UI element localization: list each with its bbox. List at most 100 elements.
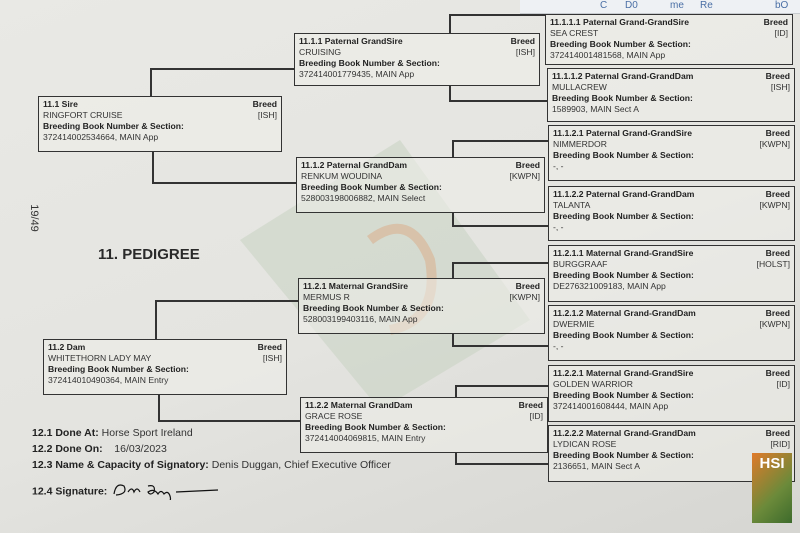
- breeding-book-number: 372414001608444, MAIN App: [553, 401, 669, 411]
- breed-label: Breed: [252, 99, 277, 109]
- handwritten-signature: [110, 480, 220, 503]
- breed-value: [KWPN]: [759, 200, 790, 210]
- breed-label: Breed: [257, 342, 282, 352]
- done-on: 12.2 Done On: 16/03/2023: [32, 443, 167, 455]
- relation-label: 11.1.1.1 Paternal Grand-GrandSire: [550, 17, 689, 27]
- horse-name: RENKUM WOUDINA: [301, 171, 383, 181]
- breed-label: Breed: [765, 189, 790, 199]
- breeding-book-number: 372414004069815, MAIN Entry: [305, 433, 426, 443]
- pedigree-box-dam: 11.2 Dam WHITETHORN LADY MAY Breeding Bo…: [43, 339, 287, 395]
- horse-name: WHITETHORN LADY MAY: [48, 353, 152, 363]
- breeding-book-label: Breeding Book Number & Section:: [550, 39, 691, 49]
- connector-line: [452, 345, 548, 347]
- breed-value: [ISH]: [257, 110, 277, 120]
- signature-label: 12.4 Signature:: [32, 485, 108, 498]
- breed-value: [ISH]: [262, 353, 282, 363]
- pedigree-box-g1112: 11.1.1.2 Paternal Grand-GrandDam MULLACR…: [547, 68, 795, 122]
- connector-line: [158, 420, 300, 422]
- breeding-book-label: Breeding Book Number & Section:: [305, 422, 446, 432]
- horse-name: LYDICAN ROSE: [553, 439, 617, 449]
- breed-value: [KWPN]: [759, 319, 790, 329]
- horse-name: TALANTA: [553, 200, 591, 210]
- breeding-book-number: 1589903, MAIN Sect A: [552, 104, 639, 114]
- breed-label: Breed: [765, 428, 790, 438]
- pedigree-box-g1122: 11.1.2.2 Paternal Grand-GrandDam TALANTA…: [548, 186, 795, 241]
- pedigree-box-sire: 11.1 Sire RINGFORT CRUISE Breeding Book …: [38, 96, 282, 152]
- done-on-label: 12.2 Done On:: [32, 443, 103, 455]
- breeding-book-label: Breeding Book Number & Section:: [48, 364, 189, 374]
- horse-name: SEA CREST: [550, 28, 599, 38]
- breeding-book-number: -, -: [553, 161, 564, 171]
- relation-label: 11.2.1 Maternal GrandSire: [303, 281, 409, 291]
- breed-value: [ID]: [529, 411, 543, 421]
- breeding-book-label: Breeding Book Number & Section:: [43, 121, 184, 131]
- done-on-value: 16/03/2023: [114, 443, 167, 455]
- breeding-book-label: Breeding Book Number & Section:: [303, 303, 444, 313]
- relation-label: 11.1 Sire: [43, 99, 78, 109]
- connector-line: [155, 300, 157, 339]
- fragment-text: Re: [700, 0, 713, 11]
- breed-label: Breed: [515, 281, 540, 291]
- connector-line: [452, 262, 454, 278]
- fragment-text: me: [670, 0, 684, 11]
- breeding-book-number: 2136651, MAIN Sect A: [553, 461, 640, 471]
- breeding-book-label: Breeding Book Number & Section:: [299, 58, 440, 68]
- breeding-book-number: DE276321009183, MAIN App: [553, 281, 666, 291]
- breeding-book-number: 372414002534664, MAIN App: [43, 132, 159, 142]
- relation-label: 11.2.2.2 Maternal Grand-GrandDam: [553, 428, 696, 438]
- horse-name: MULLACREW: [552, 82, 607, 92]
- done-at-label: 12.1 Done At:: [32, 427, 99, 439]
- fragment-text: D0: [625, 0, 638, 11]
- relation-label: 11.2.1.1 Maternal Grand-GrandSire: [553, 248, 694, 258]
- connector-line: [452, 213, 454, 225]
- pedigree-box-pgs: 11.1.1 Paternal GrandSire CRUISING Breed…: [294, 33, 540, 86]
- breed-label: Breed: [510, 36, 535, 46]
- horse-name: GRACE ROSE: [305, 411, 363, 421]
- connector-line: [152, 182, 296, 184]
- connector-line: [452, 225, 548, 227]
- signatory-value: Denis Duggan, Chief Executive Officer: [211, 459, 391, 471]
- breed-label: Breed: [765, 308, 790, 318]
- connector-line: [449, 86, 451, 100]
- relation-label: 11.2.1.2 Maternal Grand-GrandDam: [553, 308, 696, 318]
- relation-label: 11.1.1 Paternal GrandSire: [299, 36, 403, 46]
- breed-value: [ID]: [776, 379, 790, 389]
- breed-label: Breed: [518, 400, 543, 410]
- breeding-book-number: 372414010490364, MAIN Entry: [48, 375, 169, 385]
- breeding-book-label: Breeding Book Number & Section:: [553, 390, 694, 400]
- breeding-book-number: 372414001481568, MAIN App: [550, 50, 666, 60]
- relation-label: 11.2.2.1 Maternal Grand-GrandSire: [553, 368, 694, 378]
- connector-line: [455, 463, 548, 465]
- breeding-book-label: Breeding Book Number & Section:: [553, 211, 694, 221]
- hsi-logo: HSI: [752, 453, 792, 523]
- connector-line: [449, 14, 545, 16]
- connector-line: [452, 140, 454, 157]
- breeding-book-label: Breeding Book Number & Section:: [552, 93, 693, 103]
- horse-name: RINGFORT CRUISE: [43, 110, 123, 120]
- signatory-label: 12.3 Name & Capacity of Signatory:: [32, 459, 209, 471]
- breed-value: [KWPN]: [759, 139, 790, 149]
- done-at: 12.1 Done At: Horse Sport Ireland: [32, 427, 193, 439]
- connector-line: [455, 385, 457, 397]
- relation-label: 11.2.2 Maternal GrandDam: [305, 400, 413, 410]
- page-number: 19/49: [27, 204, 40, 232]
- connector-line: [455, 385, 548, 387]
- connector-line: [452, 334, 454, 345]
- pedigree-box-g1111: 11.1.1.1 Paternal Grand-GrandSire SEA CR…: [545, 14, 793, 65]
- horse-name: CRUISING: [299, 47, 342, 57]
- pedigree-box-g1211: 11.2.1.1 Maternal Grand-GrandSire BURGGR…: [548, 245, 795, 302]
- pedigree-box-pgd: 11.1.2 Paternal GrandDam RENKUM WOUDINA …: [296, 157, 545, 213]
- breeding-book-label: Breeding Book Number & Section:: [301, 182, 442, 192]
- breeding-book-number: 528003199403116, MAIN App: [303, 314, 418, 324]
- connector-line: [449, 14, 451, 33]
- breeding-book-label: Breeding Book Number & Section:: [553, 150, 694, 160]
- relation-label: 11.1.2 Paternal GrandDam: [301, 160, 408, 170]
- horse-name: NIMMERDOR: [553, 139, 607, 149]
- signatory: 12.3 Name & Capacity of Signatory: Denis…: [32, 459, 391, 471]
- breeding-book-label: Breeding Book Number & Section:: [553, 450, 694, 460]
- relation-label: 11.1.2.1 Paternal Grand-GrandSire: [553, 128, 692, 138]
- breed-label: Breed: [763, 17, 788, 27]
- relation-label: 11.1.2.2 Paternal Grand-GrandDam: [553, 189, 695, 199]
- breeding-book-number: -, -: [553, 341, 564, 351]
- breed-value: [KWPN]: [509, 292, 540, 302]
